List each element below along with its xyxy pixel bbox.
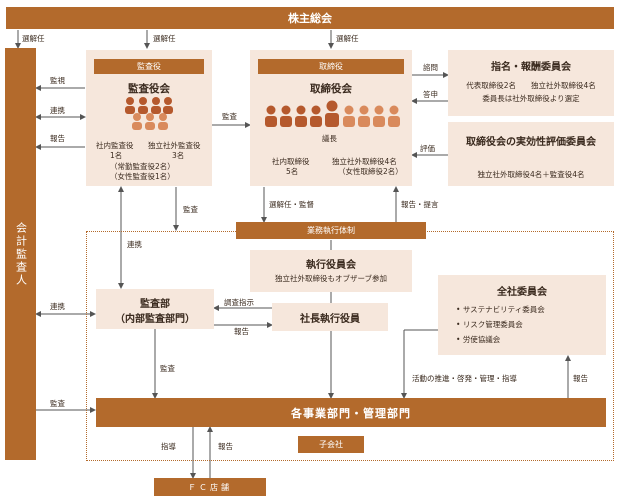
committee-title: 全社委員会: [497, 287, 547, 298]
fc-stores: ＦＣ店舗: [154, 478, 266, 496]
label-cooperate-1: 連携: [50, 106, 65, 115]
label-evaluate: 評価: [420, 144, 435, 153]
label-audit-3: 監査: [160, 364, 175, 373]
nomination-committee: 指名・報酬委員会 代表取締役2名 独立社外取締役4名 委員長は社外取締役より選定: [448, 50, 614, 116]
effectiveness-committee: 取締役会の実効性評価委員会 独立社外取締役4名＋監査役4名: [448, 122, 614, 186]
exec-officers-note: 独立社外取締役もオブザーブ参加: [274, 274, 388, 283]
label-audit-2: 監査: [183, 205, 198, 214]
label-cooperate-2: 連携: [127, 240, 142, 249]
label-audit-4: 監査: [50, 399, 65, 408]
nomination-title: 指名・報酬委員会: [491, 62, 571, 73]
president-executive-officer: 社長執行役員: [272, 303, 388, 331]
directors-external-note: （女性取締役2名）: [338, 167, 403, 176]
committee-item: • サステナビリティ委員会: [456, 305, 545, 314]
shareholders-label: 株主総会: [288, 12, 332, 25]
board-of-directors: 取締役 取締役会 議長 社内取締役 5名 独立社外取締役4名 （女性取締役2名）: [250, 50, 412, 186]
label-cooperate-3: 連携: [50, 302, 65, 311]
committee-item: • リスク管理委員会: [456, 320, 523, 329]
board-auditors-title: 監査役会: [128, 83, 170, 95]
label-answer: 答申: [423, 90, 438, 99]
label-audit-1: 監査: [222, 112, 237, 121]
president-label: 社長執行役員: [300, 313, 360, 325]
auditors-people-icon: [125, 97, 173, 130]
label-monitor: 監視: [50, 76, 65, 85]
committee-item-label: リスク管理委員会: [462, 320, 523, 329]
board-auditors-header: 監査役: [94, 59, 204, 74]
label-report-1: 報告: [50, 134, 65, 143]
auditors-note-2: （女性監査役1名）: [110, 172, 175, 181]
effectiveness-line: 独立社外取締役4名＋監査役4名: [477, 170, 585, 179]
label-report-4: 報告: [218, 442, 233, 451]
audit-dept-line-2: （内部監査部門）: [115, 314, 195, 325]
auditors-internal-label: 社内監査役: [96, 141, 134, 150]
committee-item-label: 労使協議会: [462, 335, 501, 344]
subsidiary: 子会社: [298, 436, 364, 453]
label-report-2: 報告: [234, 327, 249, 336]
fc-label: ＦＣ店舗: [188, 482, 232, 492]
accounting-auditor-label: 会計監査人: [14, 221, 28, 287]
accounting-auditor: 会計監査人: [5, 48, 36, 460]
auditors-external-label: 独立社外監査役: [148, 141, 201, 150]
directors-people-icon: [265, 100, 400, 127]
execution-system-label: 業務執行体制: [307, 226, 355, 235]
label-instruct: 調査指示: [224, 298, 254, 307]
auditors-note-1: （常勤監査役2名）: [110, 162, 175, 171]
auditors-internal-count: 1名: [110, 151, 123, 160]
committee-item-label: サステナビリティ委員会: [462, 305, 545, 314]
effectiveness-title: 取締役会の実効性評価委員会: [466, 137, 596, 148]
audit-dept-line-1: 監査部: [140, 299, 170, 310]
directors-chair-label: 議長: [322, 134, 337, 143]
subsidiary-label: 子会社: [319, 440, 343, 449]
nomination-line-2: 委員長は社外取締役より選定: [482, 94, 580, 103]
label-guide: 指導: [161, 442, 176, 451]
auditors-external-count: 3名: [172, 151, 185, 160]
business-divisions: 各事業部門・管理部門: [96, 398, 606, 427]
directors-internal-label: 社内取締役: [272, 157, 310, 166]
label-appoint-2: 選解任: [153, 34, 176, 43]
internal-audit-dept: 監査部 （内部監査部門）: [96, 289, 214, 329]
exec-officers-title: 執行役員会: [306, 260, 356, 271]
directors-internal-count: 5名: [286, 167, 299, 176]
executive-officers-meeting: 執行役員会 独立社外取締役もオブザーブ参加: [250, 250, 412, 292]
directors-external-label: 独立社外取締役4名: [332, 157, 397, 166]
shareholders-meeting: 株主総会: [6, 7, 614, 29]
board-directors-header: 取締役: [258, 59, 404, 74]
board-directors-title: 取締役会: [310, 83, 352, 95]
label-appoint-1: 選解任: [22, 34, 45, 43]
committee-item: • 労使協議会: [456, 335, 501, 344]
nomination-line-1: 代表取締役2名 独立社外取締役4名: [466, 81, 596, 90]
board-auditors-header-label: 監査役: [137, 62, 161, 71]
board-of-auditors: 監査役 監査役会 社内監査役 1名 独立社外監査役 3名 （常勤監査役2名） （…: [86, 50, 212, 186]
label-report-3: 報告: [573, 374, 588, 383]
company-wide-committee: 全社委員会 • サステナビリティ委員会 • リスク管理委員会 • 労使協議会: [438, 275, 606, 355]
label-report-propose: 報告・提言: [401, 200, 439, 209]
label-appoint-3: 選解任: [336, 34, 359, 43]
board-directors-header-label: 取締役: [319, 62, 343, 71]
execution-system-bar: 業務執行体制: [236, 222, 426, 239]
label-consult: 諮問: [423, 63, 438, 72]
label-appoint-supervise: 選解任・監督: [269, 200, 314, 209]
divisions-label: 各事業部門・管理部門: [291, 406, 411, 420]
label-promote: 活動の推進・啓発・管理・指導: [412, 374, 517, 383]
